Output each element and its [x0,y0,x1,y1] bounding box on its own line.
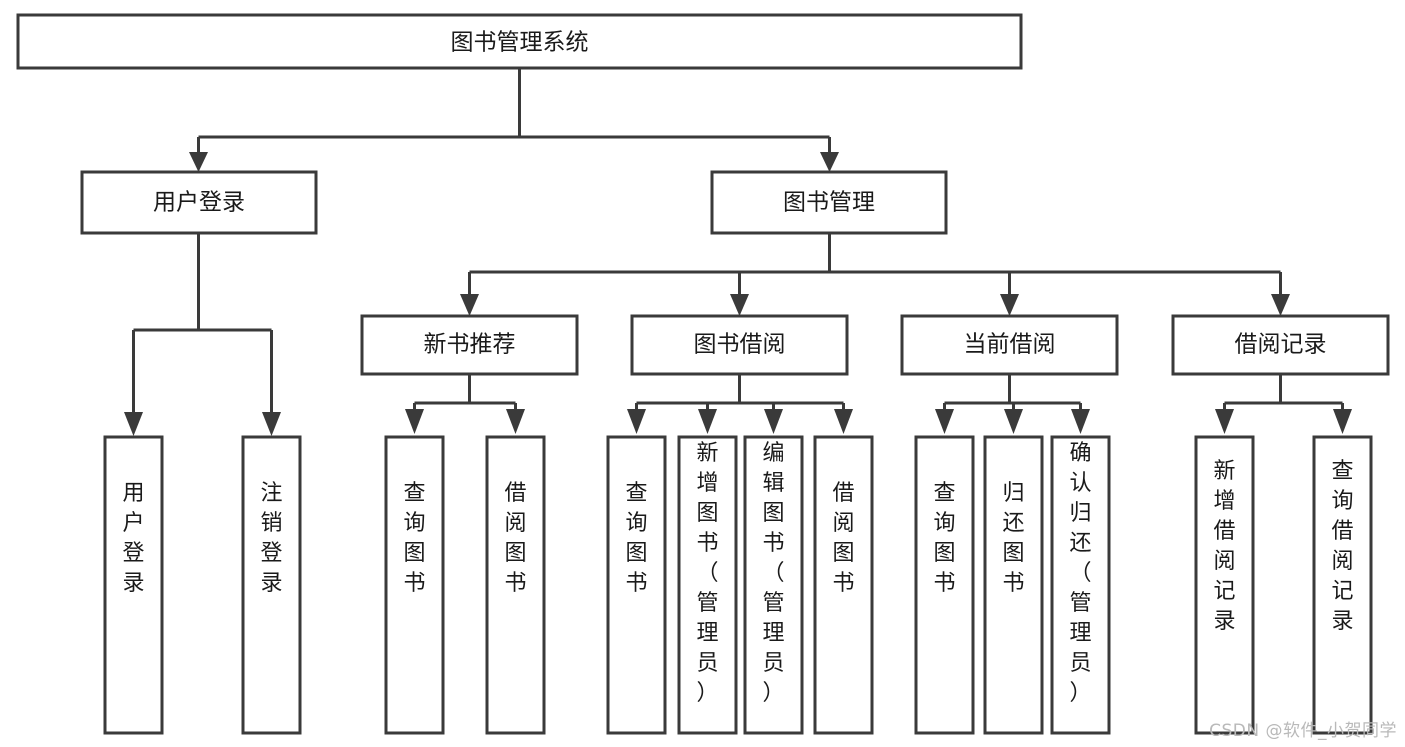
arrowhead-leaf-user-login [124,412,143,436]
node-leaf-return-book-box[interactable] [983,435,1044,735]
node-leaf-edit-book-label: 编辑图书（管理员） [762,441,784,706]
arrowhead-leaf-borrow-book-1 [506,409,525,434]
node-leaf-add-book-label: 新增图书（管理员） [696,441,718,706]
node-leaf-logout-label: 注销登录 [260,481,282,596]
connector-group-user-login [124,233,281,436]
node-user-login-box[interactable] [80,170,318,235]
node-borrow-record[interactable]: 借阅记录 [1171,314,1390,376]
node-current-borrow-label: 当前借阅 [964,332,1056,358]
node-root[interactable]: 图书管理系统 [16,13,1023,70]
arrowhead-current-borrow [1000,294,1019,316]
node-leaf-confirm-return[interactable]: 确认归还（管理员） [1050,435,1111,735]
node-leaf-query-book-2-box[interactable] [606,435,667,735]
node-leaf-borrow-book-2-box[interactable] [813,435,874,735]
node-leaf-query-record-box[interactable] [1312,435,1373,735]
node-leaf-user-login-label: 用户登录 [122,481,144,596]
node-leaf-user-login-box[interactable] [103,435,164,735]
node-leaf-borrow-book-2-label: 借阅图书 [832,481,854,596]
arrowhead-new-book-recommend [460,294,479,316]
connector-group-root [189,69,839,172]
connector-group-new-book-recommend [405,374,525,434]
node-leaf-query-book-1-box[interactable] [384,435,445,735]
arrowhead-book-borrow [730,294,749,316]
node-current-borrow[interactable]: 当前借阅 [900,314,1119,376]
node-book-borrow[interactable]: 图书借阅 [630,314,849,376]
node-new-book-recommend[interactable]: 新书推荐 [360,314,579,376]
node-new-book-recommend-label: 新书推荐 [424,332,516,358]
arrowhead-leaf-query-book-1 [405,409,424,434]
node-leaf-borrow-book-1-box[interactable] [485,435,546,735]
node-leaf-borrow-book-1-label: 借阅图书 [504,481,526,596]
arrowhead-leaf-return-book [1004,409,1023,434]
node-leaf-add-record-box[interactable] [1194,435,1255,735]
node-leaf-query-book-2[interactable]: 查询图书 [606,435,667,735]
connector-group-book-management [460,233,1290,316]
arrowhead-user-login [189,152,208,172]
node-borrow-record-label: 借阅记录 [1235,332,1327,358]
connector-group-current-borrow [935,374,1090,434]
arrowhead-leaf-logout [262,412,281,436]
node-book-management[interactable]: 图书管理 [710,170,948,235]
node-root-box[interactable] [16,13,1023,70]
arrowhead-leaf-borrow-book-2 [834,409,853,434]
node-leaf-query-book-1[interactable]: 查询图书 [384,435,445,735]
node-leaf-borrow-book-1[interactable]: 借阅图书 [485,435,546,735]
node-leaf-query-book-2-label: 查询图书 [625,481,647,596]
arrowhead-leaf-query-book-2 [627,409,646,434]
node-leaf-query-book-3-box[interactable] [914,435,975,735]
node-leaf-return-book[interactable]: 归还图书 [983,435,1044,735]
node-book-management-label: 图书管理 [783,190,875,216]
node-leaf-query-book-3[interactable]: 查询图书 [914,435,975,735]
node-leaf-edit-book-box[interactable] [743,435,804,735]
connector-group-borrow-record [1215,374,1352,434]
node-user-login[interactable]: 用户登录 [80,170,318,235]
node-book-borrow-label: 图书借阅 [694,332,786,358]
arrowhead-book-management [820,152,839,172]
node-leaf-user-login[interactable]: 用户登录 [103,435,164,735]
node-current-borrow-box[interactable] [900,314,1119,376]
node-root-label: 图书管理系统 [451,30,589,56]
node-book-management-box[interactable] [710,170,948,235]
node-leaf-edit-book[interactable]: 编辑图书（管理员） [743,435,804,735]
node-leaf-logout[interactable]: 注销登录 [241,435,302,735]
arrowhead-leaf-edit-book [764,409,783,434]
arrowhead-borrow-record [1271,294,1290,316]
arrowhead-leaf-query-record [1333,409,1352,434]
connector-group-book-borrow [627,374,853,434]
node-new-book-recommend-box[interactable] [360,314,579,376]
node-leaf-return-book-label: 归还图书 [1002,481,1024,596]
node-book-borrow-box[interactable] [630,314,849,376]
node-leaf-query-record[interactable]: 查询借阅记录 [1312,435,1373,735]
node-leaf-confirm-return-box[interactable] [1050,435,1111,735]
node-user-login-label: 用户登录 [153,190,245,216]
node-leaf-add-record-label: 新增借阅记录 [1213,459,1235,634]
arrowhead-leaf-add-record [1215,409,1234,434]
node-leaf-add-book[interactable]: 新增图书（管理员） [677,435,738,735]
node-leaf-borrow-book-2[interactable]: 借阅图书 [813,435,874,735]
node-leaf-add-book-box[interactable] [677,435,738,735]
node-leaf-query-book-3-label: 查询图书 [933,481,955,596]
node-leaf-query-book-1-label: 查询图书 [403,481,425,596]
node-borrow-record-box[interactable] [1171,314,1390,376]
node-leaf-query-record-label: 查询借阅记录 [1331,459,1353,634]
node-leaf-logout-box[interactable] [241,435,302,735]
arrowhead-leaf-query-book-3 [935,409,954,434]
node-leaf-confirm-return-label: 确认归还（管理员） [1069,441,1091,706]
node-leaf-add-record[interactable]: 新增借阅记录 [1194,435,1255,735]
arrowhead-leaf-confirm-return [1071,409,1090,434]
arrowhead-leaf-add-book [698,409,717,434]
